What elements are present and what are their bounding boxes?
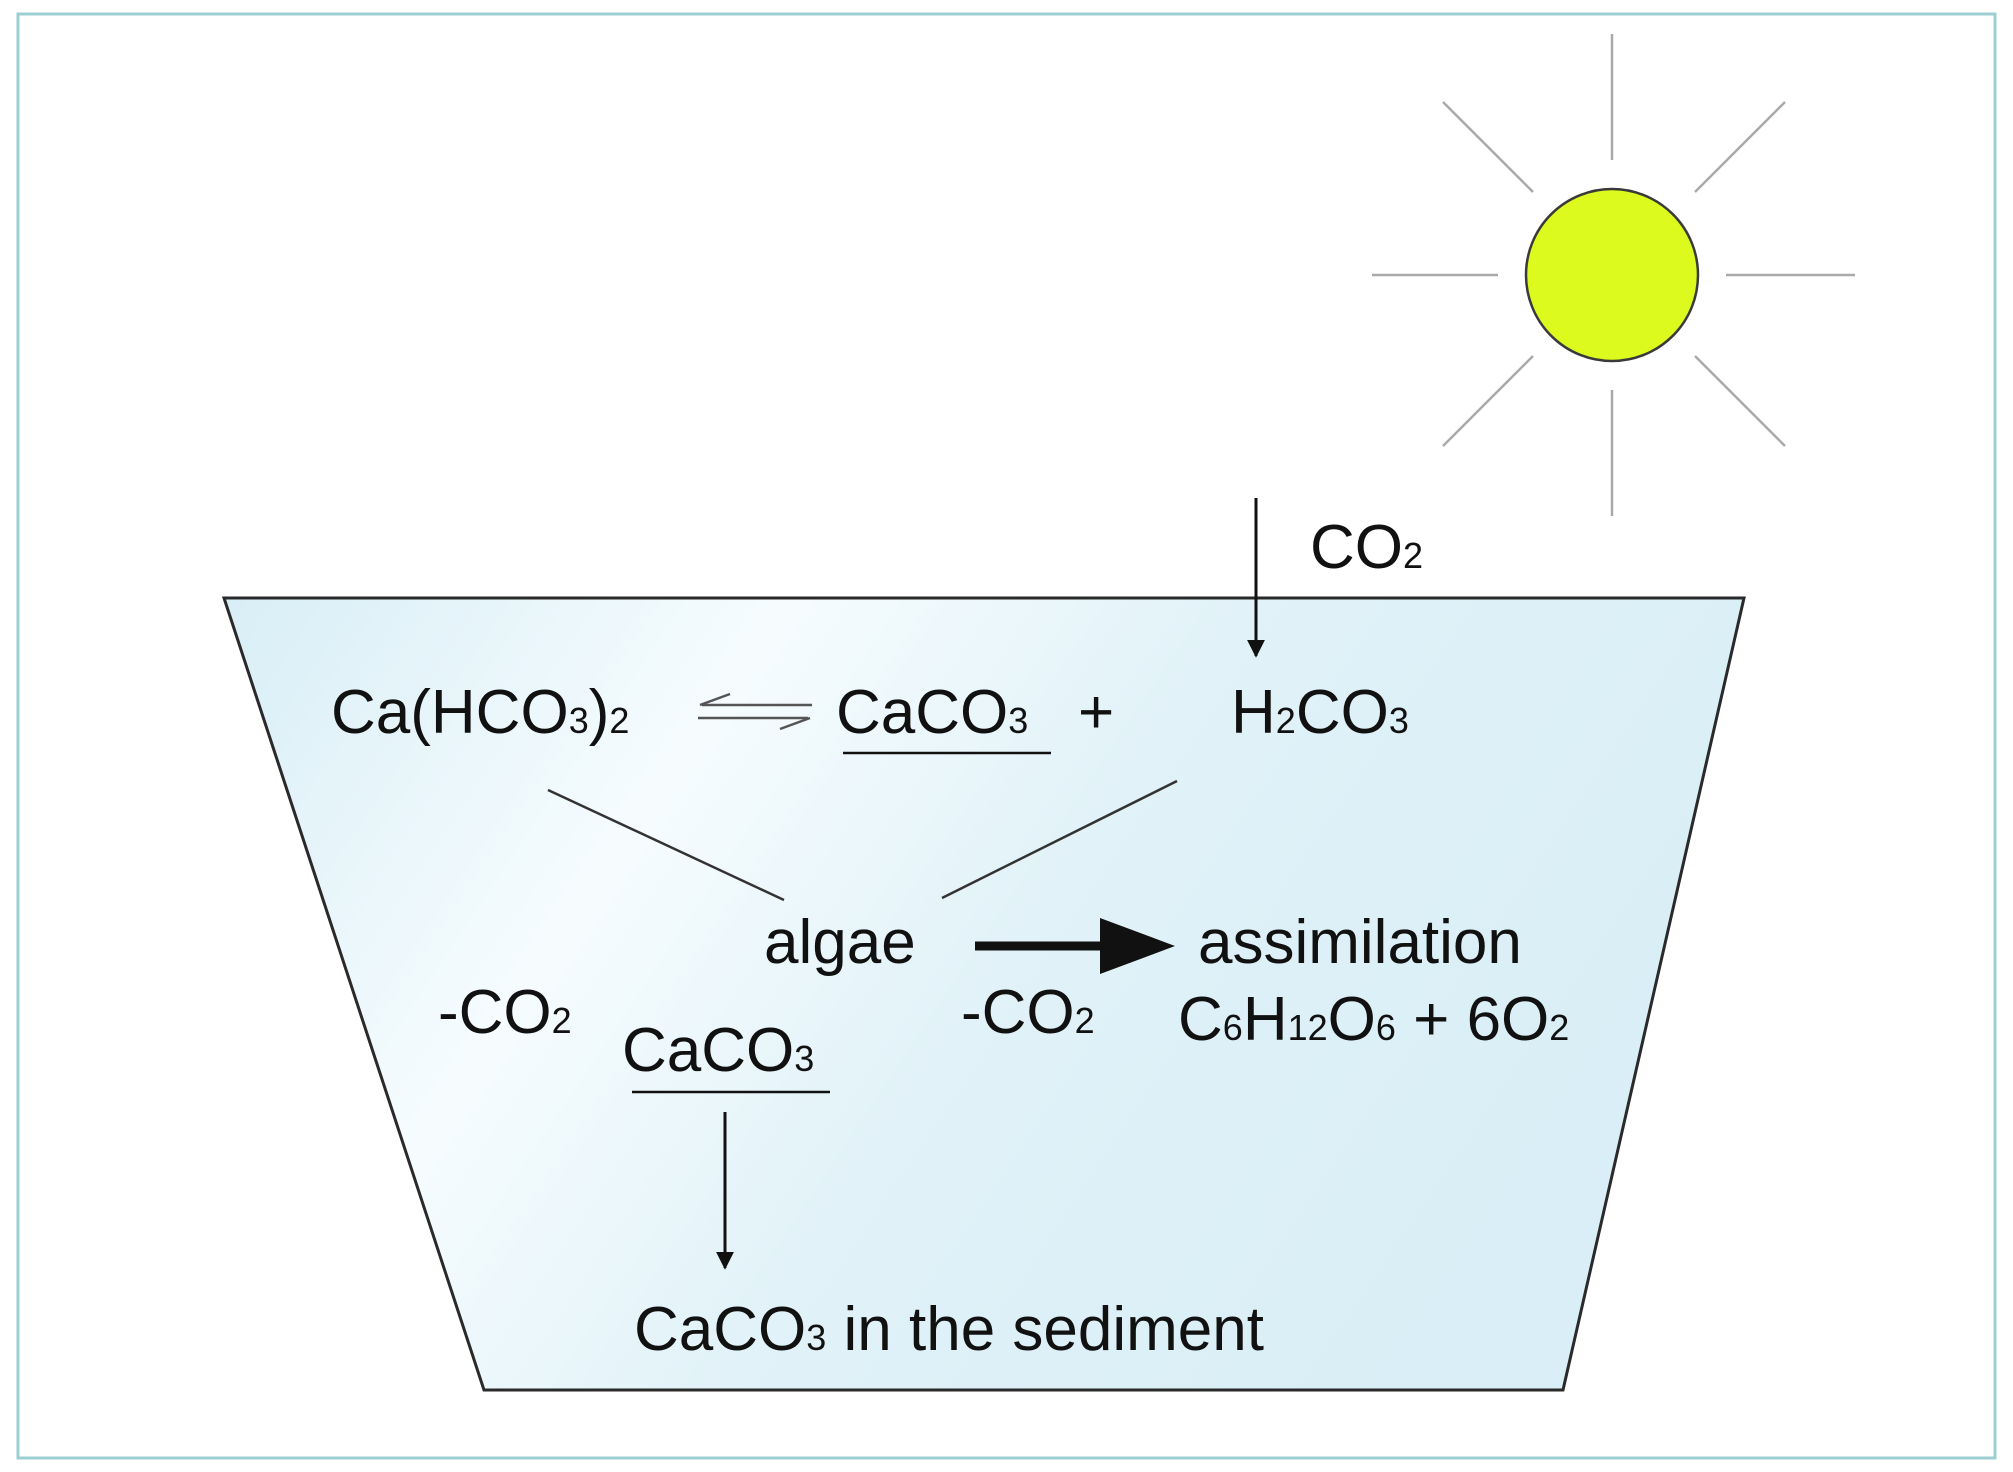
sun-ray-bottom-right bbox=[1694, 355, 1786, 447]
sun-ray-top-left bbox=[1442, 101, 1534, 193]
carbonic-acid-label: H2CO3 bbox=[1231, 678, 1409, 747]
calcium-carbonate-label-mid: CaCO3 bbox=[622, 1016, 814, 1085]
connector-bicarbonate-algae bbox=[547, 788, 785, 902]
plus-sign: + bbox=[1078, 678, 1114, 747]
sun-icon bbox=[1372, 34, 1855, 516]
sediment-label: CaCO3 in the sediment bbox=[634, 1295, 1264, 1364]
sun-ray-top-right bbox=[1694, 101, 1786, 193]
water-basin bbox=[221, 596, 1746, 1392]
co2-atmosphere-label: CO2 bbox=[1310, 513, 1423, 582]
minus-co2-left-label: -CO2 bbox=[438, 978, 572, 1047]
glucose-oxygen-label: C6H12O6 + 6O2 bbox=[1178, 985, 1569, 1054]
calcium-carbonate-label-top: CaCO3 bbox=[836, 678, 1028, 747]
algae-label: algae bbox=[764, 908, 916, 977]
assimilation-label: assimilation bbox=[1198, 908, 1522, 977]
calcium-bicarbonate-label: Ca(HCO3)2 bbox=[331, 678, 629, 747]
connector-carbonic-acid-algae bbox=[941, 779, 1178, 900]
sun-disc bbox=[1524, 187, 1700, 363]
minus-co2-mid-label: -CO2 bbox=[961, 978, 1095, 1047]
sun-ray-bottom-left bbox=[1442, 355, 1534, 447]
equilibrium-arrow bbox=[698, 692, 812, 731]
assimilation-arrow bbox=[975, 918, 1175, 974]
